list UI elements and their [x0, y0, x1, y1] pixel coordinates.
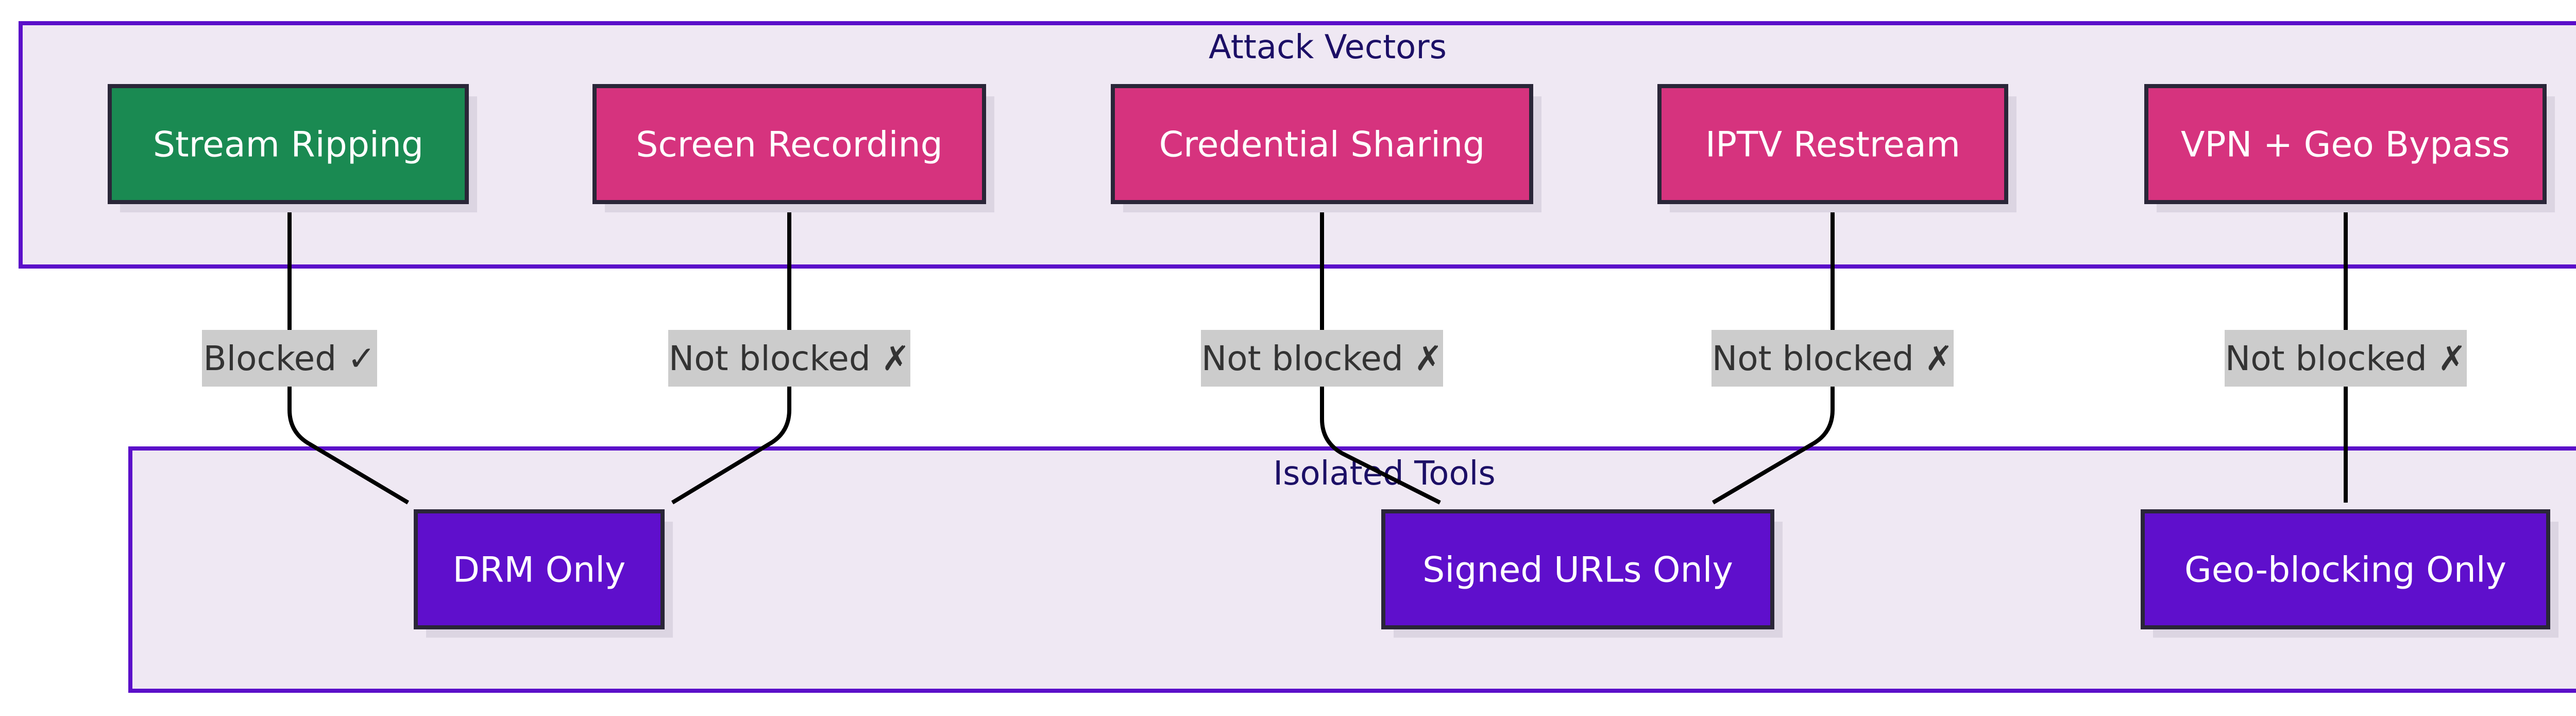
edge-label-bg	[2225, 330, 2467, 387]
nodes-layer: Stream Ripping Screen Recording Credential…	[108, 84, 2558, 638]
attack-node-vpn-geo-bypass-box	[2144, 84, 2547, 204]
tool-node-signed-urls-only[interactable]: Signed URLs Only	[1381, 509, 1783, 638]
edge-label-text: Not blocked ✗	[1201, 339, 1443, 378]
edge-label-bg	[668, 330, 910, 387]
edge-screen-recording-to-drm-only	[671, 202, 791, 505]
attack-node-screen-recording-box	[592, 84, 986, 204]
attack-node-iptv-restream[interactable]: IPTV Restream	[1657, 84, 2016, 212]
edge-label-text: Not blocked ✗	[669, 339, 910, 378]
attack-node-vpn-geo-bypass[interactable]: VPN + Geo Bypass	[2144, 84, 2555, 212]
tool-node-geo-blocking-only-label: Geo-blocking Only	[2184, 550, 2506, 591]
edge-iptv-restream-to-signed-urls-only	[1711, 202, 1835, 505]
attack-node-screen-recording[interactable]: Screen Recording	[592, 84, 994, 212]
edge-label-text: Not blocked ✗	[1712, 339, 1953, 378]
attack-node-credential-sharing-box	[1111, 84, 1533, 204]
edge-label-vpn-geo-bypass: Not blocked ✗	[2225, 330, 2467, 387]
tool-node-drm-only-label: DRM Only	[453, 550, 626, 591]
edge-label-text: Blocked ✓	[204, 339, 376, 378]
edge-stream-ripping-to-drm-only	[287, 202, 410, 505]
attack-node-stream-ripping-label: Stream Ripping	[153, 125, 423, 165]
tool-node-geo-blocking-only[interactable]: Geo-blocking Only	[2141, 509, 2558, 638]
attack-node-iptv-restream-label: IPTV Restream	[1705, 125, 1960, 165]
edge-label-iptv-restream: Not blocked ✗	[1711, 330, 1954, 387]
edge-label-bg	[1711, 330, 1954, 387]
edges-layer	[287, 202, 2348, 505]
edge-credential-sharing-to-signed-urls-only	[1320, 202, 1441, 505]
edge-label-screen-recording: Not blocked ✗	[668, 330, 910, 387]
tool-node-drm-only-box	[414, 509, 665, 629]
attack-node-stream-ripping-box	[108, 84, 469, 204]
attack-node-credential-sharing[interactable]: Credential Sharing	[1111, 84, 1541, 212]
edge-label-credential-sharing: Not blocked ✗	[1201, 330, 1443, 387]
edge-label-bg	[1201, 330, 1443, 387]
attack-node-vpn-geo-bypass-label: VPN + Geo Bypass	[2181, 125, 2510, 165]
attack-vectors-title: Attack Vectors	[1209, 28, 1447, 66]
tool-node-drm-only[interactable]: DRM Only	[414, 509, 673, 638]
attack-node-credential-sharing-label: Credential Sharing	[1159, 125, 1485, 165]
tool-node-signed-urls-only-box	[1381, 509, 1774, 629]
edge-label-text: Not blocked ✗	[2225, 339, 2466, 378]
tool-node-signed-urls-only-label: Signed URLs Only	[1422, 550, 1733, 591]
edge-labels-layer: Blocked ✓ Not blocked ✗ Not blocked ✗ Not b…	[202, 330, 2467, 387]
edge-label-stream-ripping: Blocked ✓	[202, 330, 377, 387]
attack-node-screen-recording-label: Screen Recording	[636, 125, 943, 165]
attack-node-stream-ripping[interactable]: Stream Ripping	[108, 84, 477, 212]
tool-node-geo-blocking-only-box	[2141, 509, 2550, 629]
edge-label-bg	[202, 330, 377, 387]
attack-node-iptv-restream-box	[1657, 84, 2008, 204]
